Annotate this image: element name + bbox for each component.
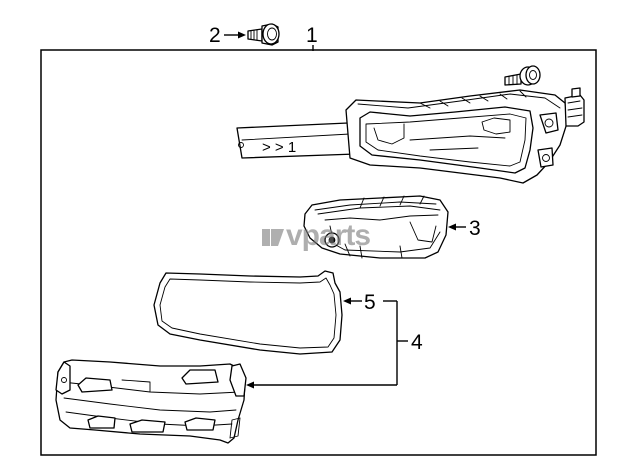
embossed-text: > > 1 [262,139,296,156]
callout-3-label: 3 [469,217,481,240]
lens-gasket [153,270,343,355]
fog-lamp-housing: > > 1 [236,87,585,184]
fog-lamp-bulb-unit: 3 [303,195,481,259]
callout-1-label: 1 [306,24,318,47]
watermark-text: vparts [286,219,370,252]
diagram-frame [40,49,597,456]
vparts-watermark: vparts [262,219,371,252]
fog-lamp-bezel [55,359,247,444]
callout-4-5-leaders: 5 4 [246,291,423,389]
callout-2: 2 [209,24,246,47]
callout-5-label: 5 [364,291,376,314]
callout-2-label: 2 [209,24,221,47]
callout-1: 1 [306,24,318,51]
mounting-bolt [504,65,541,86]
bolt-part-2 [247,23,280,46]
callout-4-label: 4 [411,331,423,354]
